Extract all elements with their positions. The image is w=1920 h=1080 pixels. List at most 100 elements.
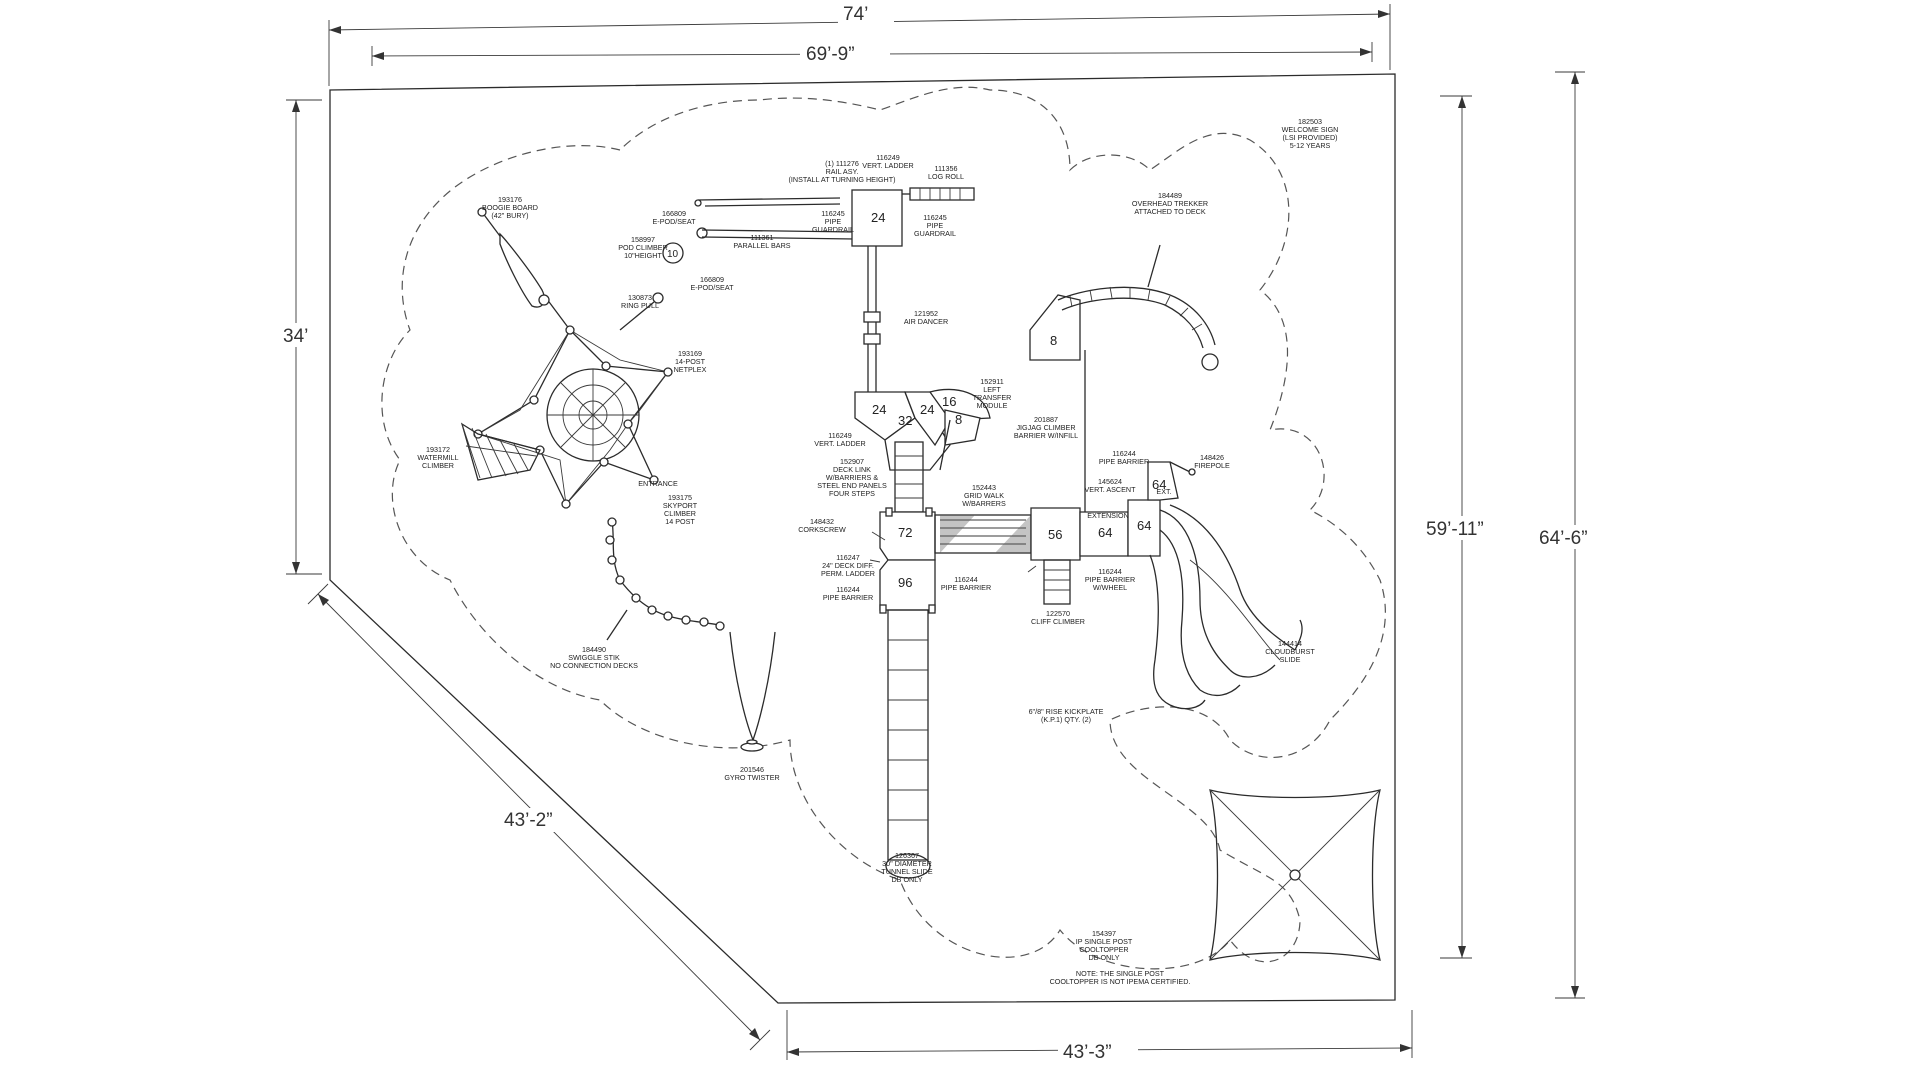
tunnel-slide bbox=[885, 609, 931, 879]
svg-text:CLIFF CLIMBER: CLIFF CLIMBER bbox=[1031, 617, 1085, 626]
deck-diff-label: 116247 24" DECK DIFF. PERM. LADDER bbox=[821, 553, 875, 578]
svg-text:166809: 166809 bbox=[700, 275, 724, 284]
deck-number-96: 96 bbox=[898, 575, 912, 590]
swiggle-stik bbox=[605, 517, 725, 641]
svg-text:116244: 116244 bbox=[1098, 567, 1121, 576]
svg-text:152443: 152443 bbox=[972, 483, 996, 492]
welcome-sign-label: 182503 WELCOME SIGN (LSI PROVIDED) 5-12 … bbox=[1282, 117, 1339, 150]
pipe-barrier-wheel-label: 116244 PIPE BARRIER W/WHEEL bbox=[1085, 567, 1135, 592]
tunnel-slide-label: 126367 30" DIAMETER TUNNEL SLIDE DB ONLY bbox=[881, 851, 932, 884]
pod-climber bbox=[662, 242, 684, 264]
svg-text:OVERHEAD TREKKER: OVERHEAD TREKKER bbox=[1132, 199, 1208, 208]
svg-text:(LSI PROVIDED): (LSI PROVIDED) bbox=[1282, 133, 1337, 142]
svg-text:W/BARRIERS &: W/BARRIERS & bbox=[826, 473, 879, 482]
svg-text:NETPLEX: NETPLEX bbox=[674, 365, 707, 374]
svg-text:130873: 130873 bbox=[628, 293, 652, 302]
svg-text:14-POST: 14-POST bbox=[675, 357, 706, 366]
svg-text:(42" BURY): (42" BURY) bbox=[491, 211, 528, 220]
pod-climber-label: 158997 POD CLIMBER 10"HEIGHT bbox=[618, 235, 668, 260]
svg-text:EXTENSION: EXTENSION bbox=[1087, 511, 1129, 520]
svg-text:ENTRANCE: ENTRANCE bbox=[638, 479, 678, 488]
deck-number-10: 10 bbox=[667, 249, 679, 260]
svg-text:5-12 YEARS: 5-12 YEARS bbox=[1290, 141, 1331, 150]
svg-text:LEFT: LEFT bbox=[983, 385, 1001, 394]
svg-text:SLIDE: SLIDE bbox=[1280, 655, 1301, 664]
svg-text:154397: 154397 bbox=[1092, 929, 1116, 938]
svg-text:STEEL END PANELS: STEEL END PANELS bbox=[817, 481, 887, 490]
boogie-board bbox=[477, 207, 571, 331]
svg-text:126367: 126367 bbox=[895, 851, 919, 860]
left-transfer-label: 152911 LEFT TRANSFER MODULE bbox=[973, 377, 1012, 410]
svg-text:24" DECK DIFF.: 24" DECK DIFF. bbox=[822, 561, 874, 570]
svg-text:144414: 144414 bbox=[1278, 639, 1302, 648]
svg-text:E-POD/SEAT: E-POD/SEAT bbox=[691, 283, 735, 292]
svg-text:116244: 116244 bbox=[1112, 449, 1135, 458]
overhead-trekker-label: 184489 OVERHEAD TREKKER ATTACHED TO DECK bbox=[1132, 191, 1208, 216]
grid-walk bbox=[934, 514, 1032, 554]
cooltopper-label: 154397 IP SINGLE POST COOLTOPPER DB ONLY bbox=[1076, 929, 1133, 962]
svg-text:PIPE BARRIER: PIPE BARRIER bbox=[941, 583, 991, 592]
svg-text:GUARDRAIL: GUARDRAIL bbox=[812, 225, 854, 234]
cloudburst-label: 144414 CLOUDBURST SLIDE bbox=[1265, 639, 1315, 664]
deck-56 bbox=[1030, 507, 1081, 561]
svg-text:GYRO TWISTER: GYRO TWISTER bbox=[724, 773, 779, 782]
deck-number-64-c: 64 bbox=[1152, 477, 1166, 492]
deck-link-label: 152907 DECK LINK W/BARRIERS & STEEL END … bbox=[817, 457, 887, 498]
svg-text:158997: 158997 bbox=[631, 235, 655, 244]
svg-text:GRID WALK: GRID WALK bbox=[964, 491, 1004, 500]
boogie-board-label: 193176 BOOGIE BOARD (42" BURY) bbox=[482, 195, 538, 220]
svg-text:DB ONLY: DB ONLY bbox=[1088, 953, 1119, 962]
deck-number-72: 72 bbox=[898, 525, 912, 540]
vert-ladder-mid-label: 116249 VERT. LADDER bbox=[814, 431, 865, 448]
corkscrew-label: 148432 CORKSCREW bbox=[798, 517, 846, 534]
svg-text:148426: 148426 bbox=[1200, 453, 1224, 462]
deck-number-56: 56 bbox=[1048, 527, 1062, 542]
svg-text:DB ONLY: DB ONLY bbox=[891, 875, 922, 884]
ring-pull bbox=[619, 292, 664, 331]
grid-walk-label: 152443 GRID WALK W/BARRERS bbox=[962, 483, 1006, 508]
deck-number-8-upper: 8 bbox=[1050, 333, 1057, 348]
pipe-barrier-r1-label: 116244 PIPE BARRIER bbox=[1099, 449, 1149, 466]
svg-text:116244: 116244 bbox=[954, 575, 977, 584]
svg-text:FOUR STEPS: FOUR STEPS bbox=[829, 489, 875, 498]
dim-right-inner: 59’-11” bbox=[1426, 519, 1484, 540]
parallel-bars-label: 111361 PARALLEL BARS bbox=[733, 233, 790, 250]
svg-text:CLIMBER: CLIMBER bbox=[664, 509, 696, 518]
transfer-decks bbox=[854, 388, 991, 471]
svg-text:6"/8" RISE KICKPLATE: 6"/8" RISE KICKPLATE bbox=[1029, 707, 1104, 716]
svg-text:14 POST: 14 POST bbox=[665, 517, 695, 526]
deck-24-top bbox=[851, 189, 903, 247]
svg-text:201887: 201887 bbox=[1034, 415, 1058, 424]
svg-text:E-POD/SEAT: E-POD/SEAT bbox=[653, 217, 697, 226]
use-zone-outline bbox=[381, 86, 1386, 970]
svg-text:DECK LINK: DECK LINK bbox=[833, 465, 871, 474]
svg-text:116245: 116245 bbox=[821, 209, 844, 218]
svg-text:(INSTALL AT TURNING HEIGHT): (INSTALL AT TURNING HEIGHT) bbox=[788, 175, 895, 184]
svg-text:116249: 116249 bbox=[876, 153, 899, 162]
svg-text:PERM. LADDER: PERM. LADDER bbox=[821, 569, 875, 578]
svg-text:PIPE: PIPE bbox=[825, 217, 842, 226]
gyro-twister-label: 201546 GYRO TWISTER bbox=[724, 765, 779, 782]
deck-number-24-a: 24 bbox=[872, 402, 886, 417]
svg-text:VERT. LADDER: VERT. LADDER bbox=[814, 439, 865, 448]
svg-text:RAIL ASY.: RAIL ASY. bbox=[826, 167, 859, 176]
svg-text:BOOGIE BOARD: BOOGIE BOARD bbox=[482, 203, 538, 212]
svg-text:PIPE BARRIER: PIPE BARRIER bbox=[1085, 575, 1135, 584]
dim-diagonal: 43’-2” bbox=[504, 810, 553, 831]
svg-text:193172: 193172 bbox=[426, 445, 450, 454]
dim-top-inner: 69’-9” bbox=[806, 44, 855, 65]
svg-text:PIPE: PIPE bbox=[927, 221, 944, 230]
svg-text:111356: 111356 bbox=[935, 164, 958, 173]
svg-text:PIPE BARRIER: PIPE BARRIER bbox=[1099, 457, 1149, 466]
watermill-climber bbox=[460, 422, 541, 481]
svg-text:CLOUDBURST: CLOUDBURST bbox=[1265, 647, 1315, 656]
svg-text:116247: 116247 bbox=[836, 553, 859, 562]
vert-ladder-top-label: 116249 VERT. LADDER bbox=[862, 153, 913, 170]
svg-text:LOG ROLL: LOG ROLL bbox=[928, 172, 964, 181]
svg-text:MODULE: MODULE bbox=[977, 401, 1008, 410]
epod-seat-2-label: 166809 E-POD/SEAT bbox=[691, 275, 735, 292]
svg-text:193176: 193176 bbox=[498, 195, 522, 204]
svg-text:ATTACHED TO DECK: ATTACHED TO DECK bbox=[1134, 207, 1206, 216]
pipe-guardrail-left-label: 116245 PIPE GUARDRAIL bbox=[812, 209, 854, 234]
cooltopper-shade bbox=[1209, 789, 1381, 961]
